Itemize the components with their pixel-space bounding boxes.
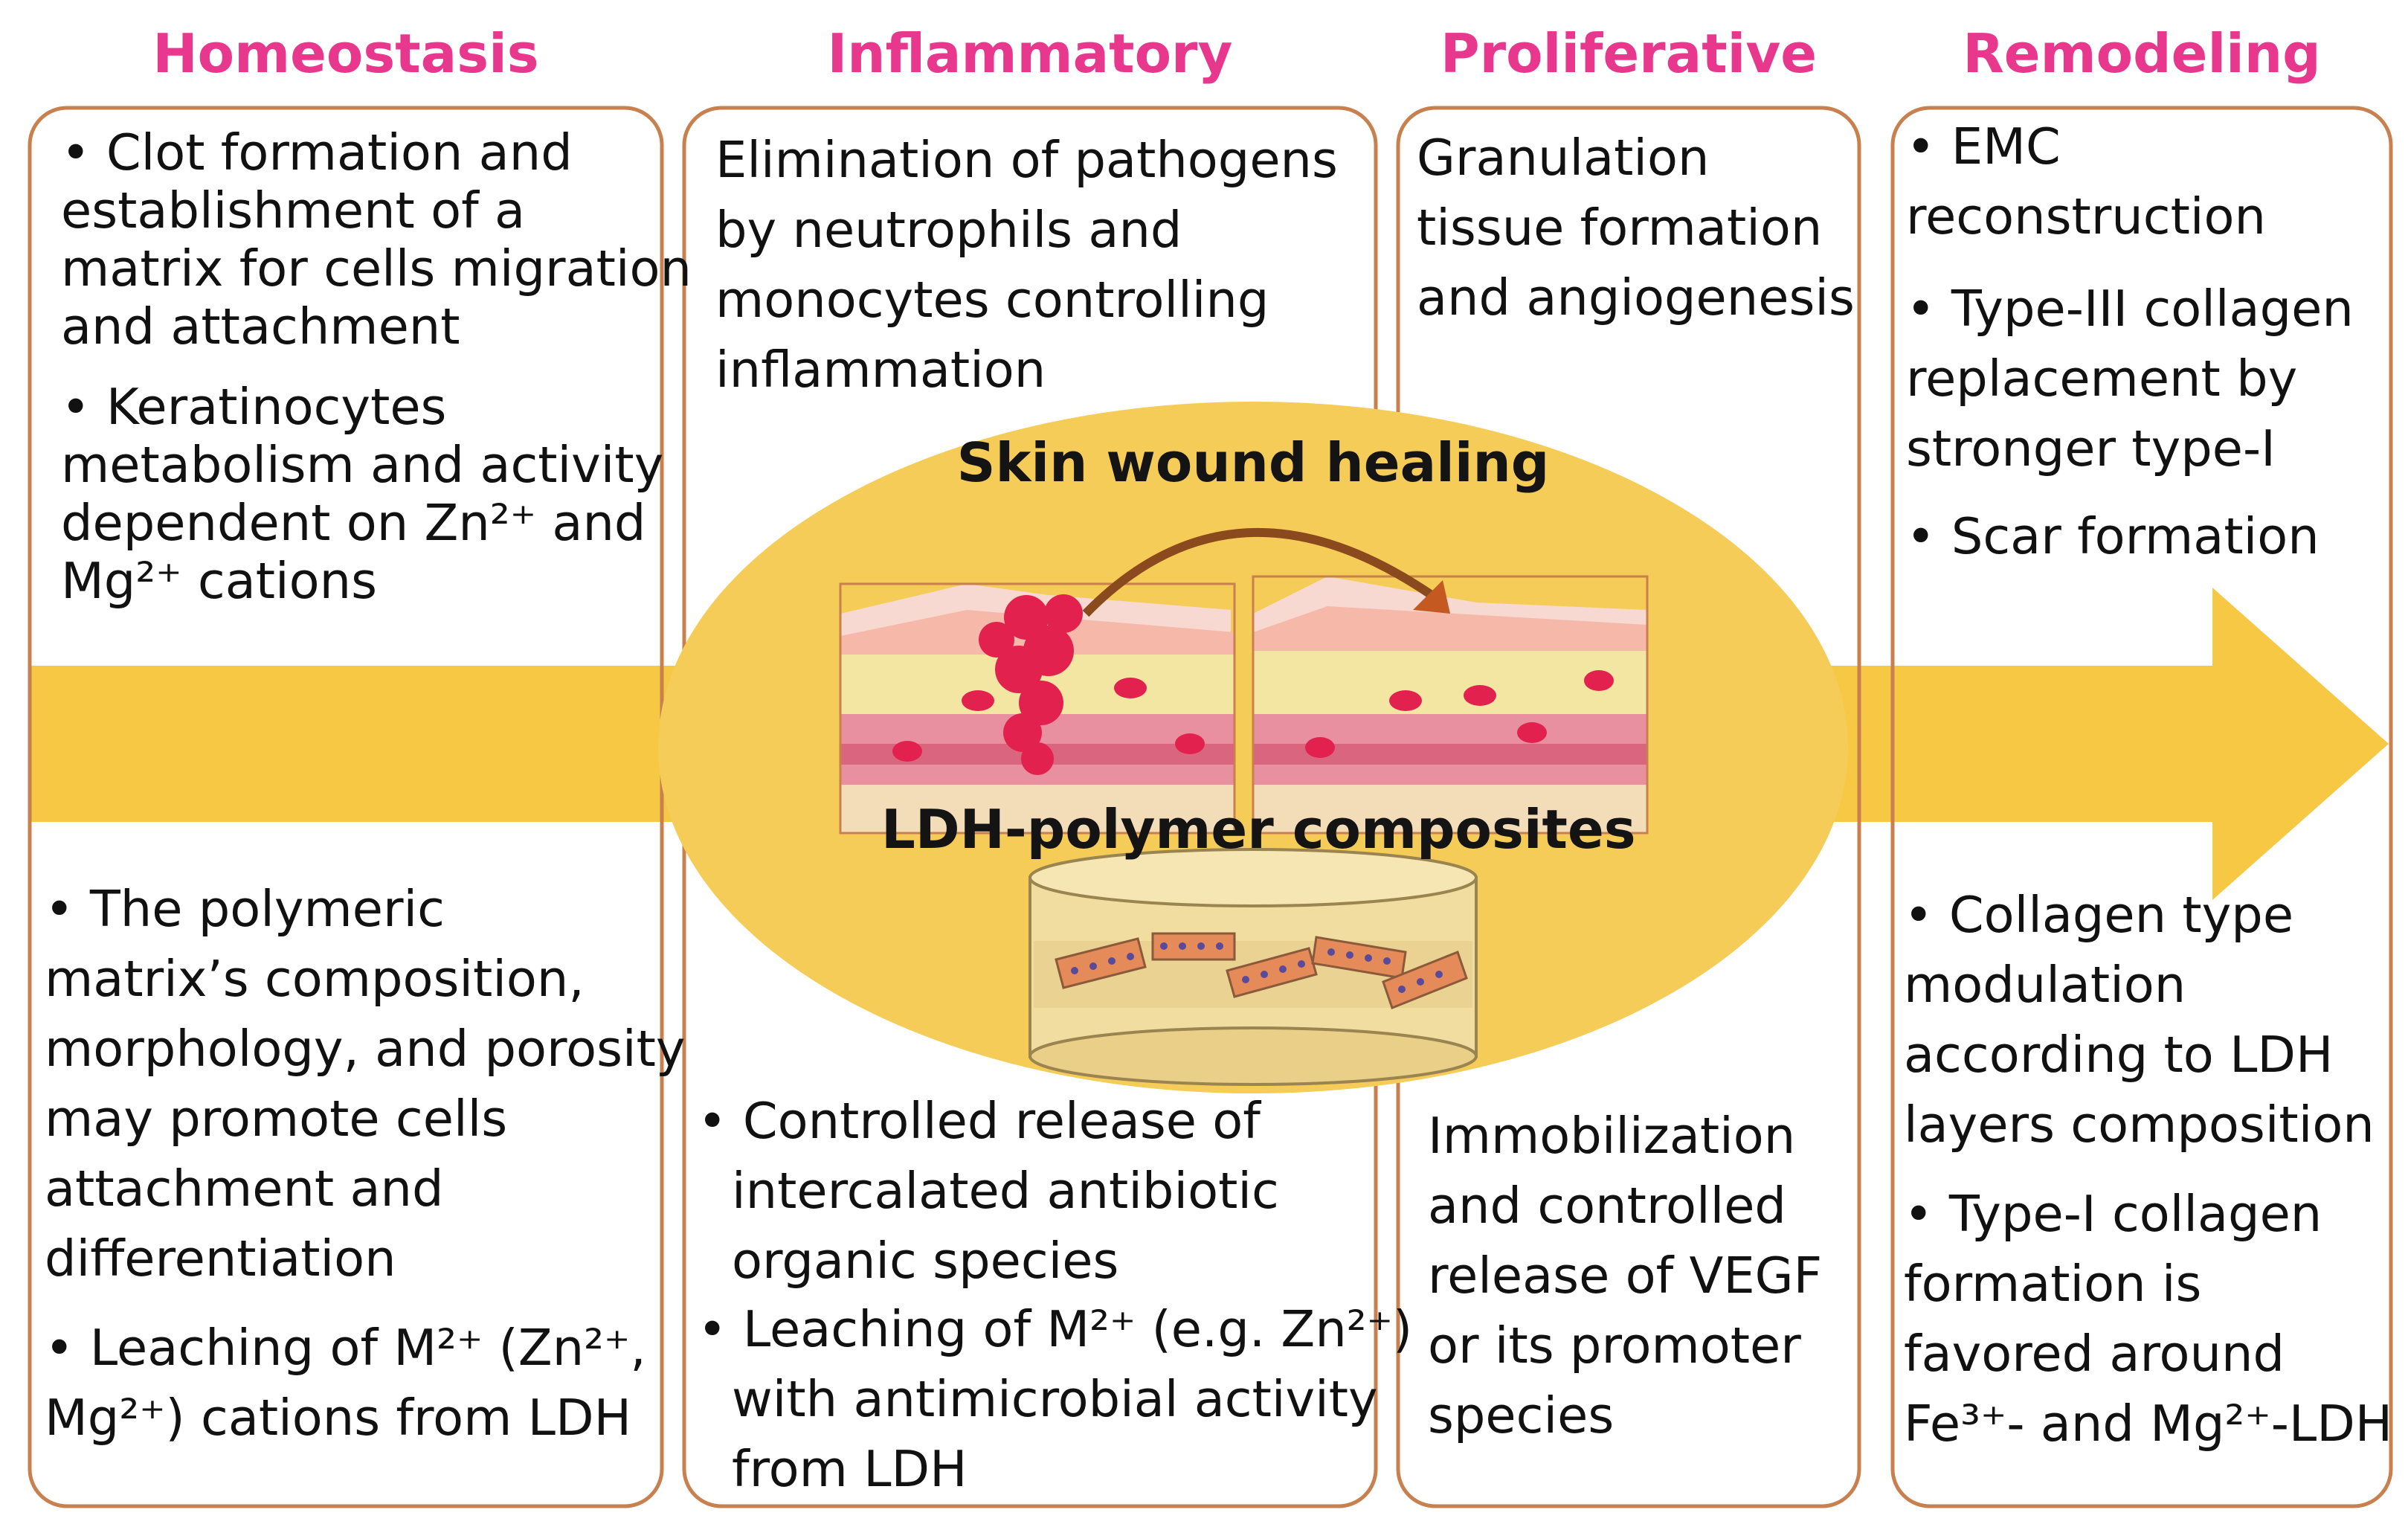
remodeling-top-text: • EMC reconstruction • Type-III collagen… xyxy=(1906,112,2354,571)
text-line: Mg²⁺) cations from LDH xyxy=(45,1389,631,1447)
ldh-composite-illustration xyxy=(1028,848,1478,1086)
text-line: layers composition xyxy=(1904,1096,2375,1154)
text-line: • Clot formation and xyxy=(61,123,573,181)
text-line: dependent on Zn²⁺ and xyxy=(61,494,646,552)
text-line: attachment and xyxy=(45,1160,444,1218)
text-line: release of VEGF xyxy=(1428,1247,1823,1305)
text-line: Immobilization xyxy=(1428,1107,1796,1165)
text-line: and angiogenesis xyxy=(1417,269,1855,327)
phase-title-remodeling: Remodeling xyxy=(1963,22,2321,85)
text-line: inflammation xyxy=(715,341,1046,399)
text-line: differentiation xyxy=(45,1230,396,1288)
text-line: • Collagen type xyxy=(1904,886,2294,944)
text-line: • Leaching of M²⁺ (e.g. Zn²⁺) xyxy=(698,1300,1413,1358)
text-line: • Type-III collagen xyxy=(1906,280,2354,338)
center-bottom-label: LDH-polymer composites xyxy=(881,798,1636,861)
proliferative-bottom-text: Immobilization and controlled release of… xyxy=(1428,1101,1822,1450)
phase-title-inflammatory: Inflammatory xyxy=(827,22,1233,85)
inflammatory-bottom-text: • Controlled release of intercalated ant… xyxy=(698,1086,1412,1504)
text-line: monocytes controlling xyxy=(715,271,1269,329)
text-line: establishment of a xyxy=(61,181,526,240)
text-line: matrix’s composition, xyxy=(45,950,585,1008)
remodeling-box xyxy=(1890,106,2393,1508)
text-line: • Keratinocytes xyxy=(61,378,447,436)
inflammatory-top-text: Elimination of pathogens by neutrophils … xyxy=(715,125,1338,405)
homeostasis-bottom-text: • The polymeric matrix’s composition, mo… xyxy=(45,874,686,1453)
homeostasis-top-text: • Clot formation and establishment of a … xyxy=(61,118,692,616)
text-line: Fe³⁺- and Mg²⁺-LDH xyxy=(1904,1395,2393,1453)
healing-curve-arrow xyxy=(1082,527,1435,617)
text-line: according to LDH xyxy=(1904,1026,2334,1084)
homeostasis-box xyxy=(28,106,664,1508)
text-line: may promote cells xyxy=(45,1090,508,1148)
healed-skin-illustration xyxy=(1252,575,1649,835)
text-line: reconstruction xyxy=(1906,187,2266,245)
text-line: modulation xyxy=(1904,956,2186,1014)
text-line: formation is xyxy=(1904,1255,2202,1313)
wound-skin-illustration xyxy=(839,582,1236,835)
text-line: matrix for cells migration xyxy=(61,240,692,298)
text-line: or its promoter xyxy=(1428,1317,1801,1375)
text-line: and attachment xyxy=(61,298,460,356)
text-line: • Scar formation xyxy=(1906,507,2320,565)
text-line: from LDH xyxy=(732,1440,968,1498)
text-line: by neutrophils and xyxy=(715,201,1182,259)
text-line: • Type-I collagen xyxy=(1904,1185,2322,1243)
remodeling-bottom-text: • Collagen type modulation according to … xyxy=(1904,880,2392,1459)
text-line: • Leaching of M²⁺ (Zn²⁺, xyxy=(45,1319,646,1377)
phase-title-homeostasis: Homeostasis xyxy=(152,22,539,85)
text-line: species xyxy=(1428,1386,1615,1444)
phase-title-proliferative: Proliferative xyxy=(1440,22,1818,85)
text-line: Elimination of pathogens xyxy=(715,131,1338,189)
text-line: metabolism and activity xyxy=(61,436,664,494)
text-line: organic species xyxy=(732,1232,1119,1290)
healing-arrowhead xyxy=(1413,580,1450,614)
text-line: stronger type-I xyxy=(1906,420,2276,478)
text-line: with antimicrobial activity xyxy=(732,1370,1378,1428)
text-line: • The polymeric xyxy=(45,880,445,938)
center-top-label: Skin wound healing xyxy=(956,431,1550,494)
text-line: tissue formation xyxy=(1417,199,1823,257)
text-line: replacement by xyxy=(1906,350,2298,408)
proliferative-top-text: Granulation tissue formation and angioge… xyxy=(1417,123,1855,332)
text-line: intercalated antibiotic xyxy=(732,1162,1279,1220)
text-line: Mg²⁺ cations xyxy=(61,552,377,610)
text-line: morphology, and porosity xyxy=(45,1020,686,1078)
text-line: and controlled xyxy=(1428,1177,1786,1235)
text-line: favored around xyxy=(1904,1325,2285,1383)
text-line: • EMC xyxy=(1906,118,2061,176)
text-line: • Controlled release of xyxy=(698,1092,1261,1150)
text-line: Granulation xyxy=(1417,129,1710,187)
